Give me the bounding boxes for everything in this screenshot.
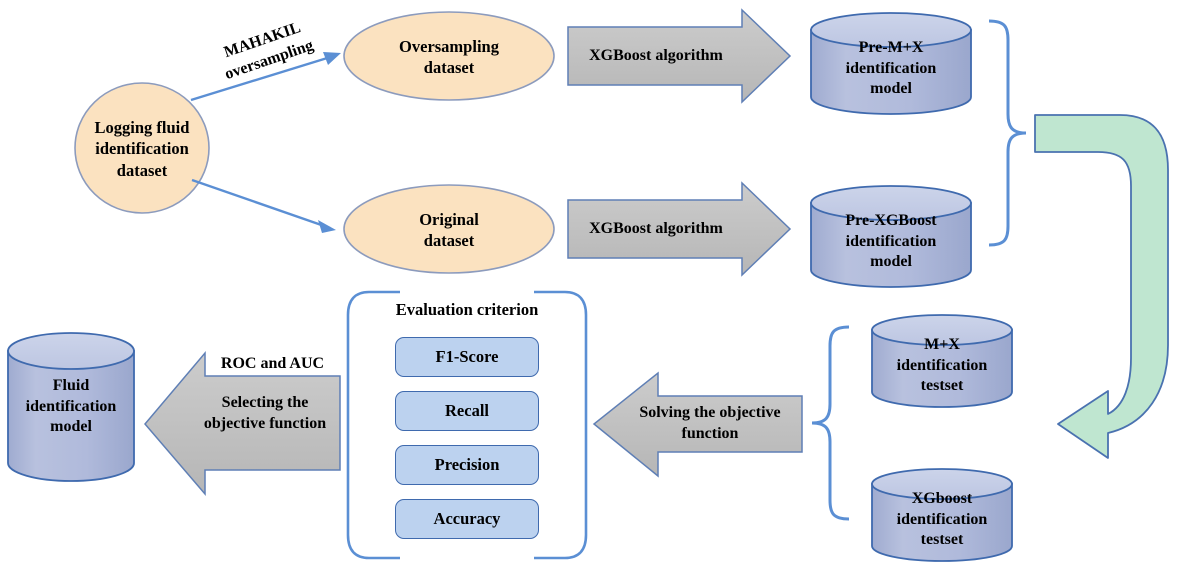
block-arrow-xgboost-top <box>567 8 792 104</box>
cylinder-pre-xgboost-model <box>810 185 972 288</box>
ellipse-oversampling-dataset <box>343 11 555 101</box>
arrow-mahakil-oversampling <box>190 52 341 102</box>
evaluation-criterion-bracket <box>346 290 400 560</box>
block-arrow-xgboost-bottom <box>567 181 792 277</box>
cylinder-xgboost-testset <box>871 468 1013 562</box>
evaluation-criterion-bracket-right <box>534 290 588 560</box>
ellipse-logging-fluid-dataset <box>74 82 210 214</box>
brace-left-testsets <box>811 325 850 521</box>
eval-item-recall[interactable]: Recall <box>395 391 539 431</box>
evaluation-criterion-title: Evaluation criterion <box>395 300 539 319</box>
eval-item-f1-score[interactable]: F1-Score <box>395 337 539 377</box>
block-arrow-selecting-objective <box>144 350 341 497</box>
cylinder-fluid-identification-model <box>7 332 135 482</box>
brace-right-top-models <box>988 19 1027 247</box>
cylinder-pre-mx-model <box>810 12 972 115</box>
green-curved-arrow <box>1034 114 1169 459</box>
arrow-to-original-dataset <box>191 178 336 233</box>
eval-item-precision[interactable]: Precision <box>395 445 539 485</box>
ellipse-original-dataset <box>343 184 555 274</box>
block-arrow-solving-objective <box>592 371 803 478</box>
eval-item-accuracy[interactable]: Accuracy <box>395 499 539 539</box>
cylinder-mx-testset <box>871 314 1013 408</box>
